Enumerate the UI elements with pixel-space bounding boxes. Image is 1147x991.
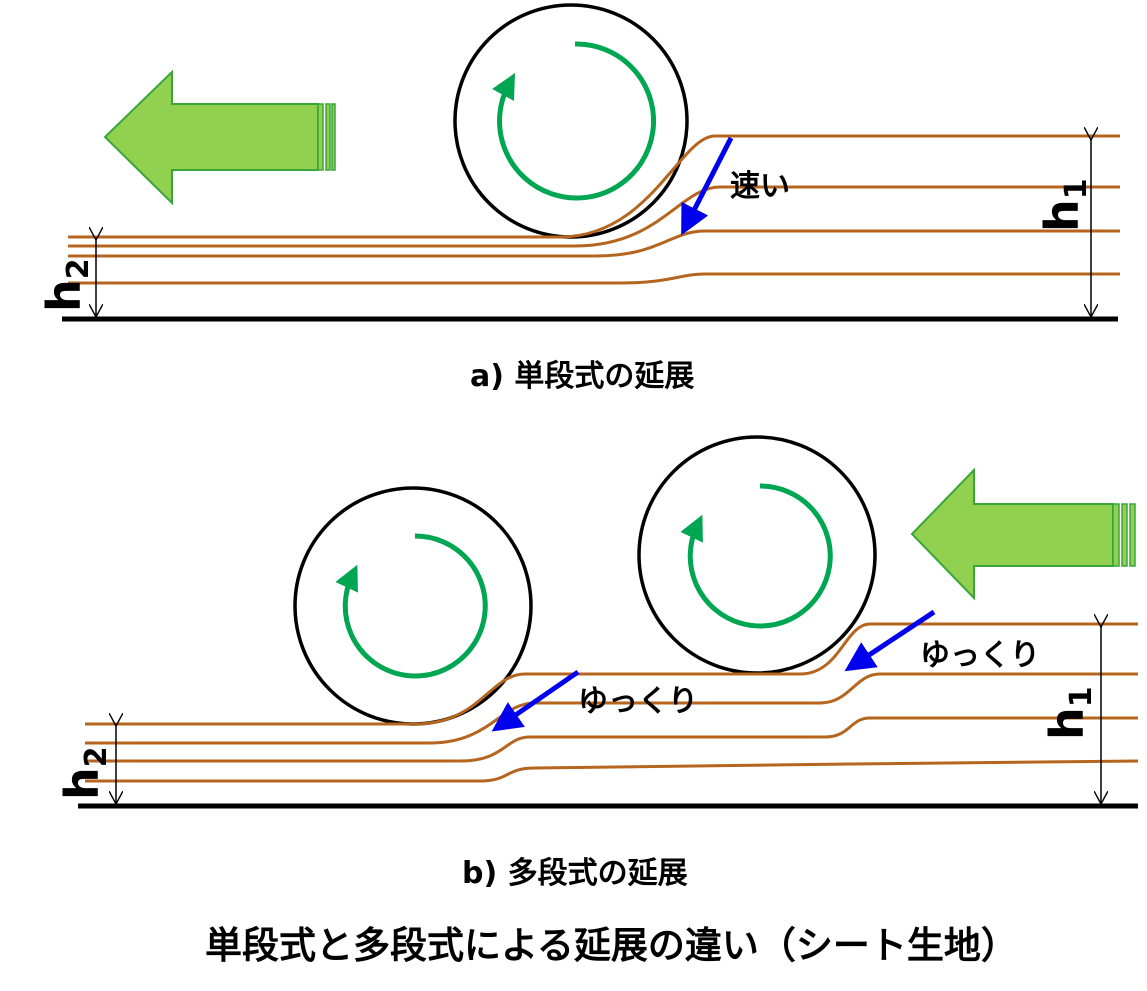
h1-label: h bbox=[1040, 707, 1094, 740]
panel-b: ゆっくり ゆっくり h1 h2 b) 多段式の延展 bbox=[55, 435, 1139, 891]
h1-subscript: 1 bbox=[1059, 178, 1094, 199]
h1-dimension: h1 bbox=[1040, 627, 1101, 804]
h1-subscript: 1 bbox=[1064, 686, 1099, 707]
h2-subscript: 2 bbox=[61, 258, 96, 279]
flow-arrow-icon bbox=[844, 609, 936, 672]
h2-label: h bbox=[55, 767, 109, 800]
speed-label-1: ゆっくり bbox=[578, 684, 698, 719]
sheet-layers bbox=[68, 134, 1120, 285]
rotation-arrow-icon bbox=[335, 533, 488, 679]
h2-subscript: 2 bbox=[79, 746, 114, 767]
feed-direction-arrow-icon bbox=[103, 69, 336, 206]
caption-b: b) 多段式の延展 bbox=[462, 856, 688, 891]
rotation-arrow-icon bbox=[680, 483, 833, 629]
caption-a: a) 単段式の延展 bbox=[470, 359, 694, 394]
figure-title: 単段式と多段式による延展の違い（シート生地） bbox=[205, 924, 1018, 967]
roller-icon bbox=[637, 435, 877, 675]
speed-label-2: ゆっくり bbox=[920, 638, 1040, 673]
speed-label: 速い bbox=[730, 169, 790, 204]
svg-text:h1: h1 bbox=[1035, 178, 1094, 232]
h2-dimension: h2 bbox=[37, 240, 96, 317]
h1-dimension: h1 bbox=[1035, 140, 1094, 317]
h2-dimension: h2 bbox=[55, 726, 116, 804]
h2-label: h bbox=[37, 279, 91, 312]
flow-arrow-icon bbox=[681, 136, 734, 236]
svg-text:h2: h2 bbox=[37, 258, 96, 312]
flow-arrow-icon bbox=[491, 669, 580, 732]
h1-label: h bbox=[1035, 199, 1089, 232]
feed-direction-arrow-icon bbox=[910, 467, 1136, 601]
panel-a: 速い h1 h2 a) 単段式の延展 bbox=[37, 3, 1120, 394]
rotation-arrow-icon bbox=[492, 41, 657, 201]
sheet-layers bbox=[85, 622, 1139, 783]
svg-text:h1: h1 bbox=[1040, 686, 1099, 740]
svg-text:h2: h2 bbox=[55, 746, 114, 800]
